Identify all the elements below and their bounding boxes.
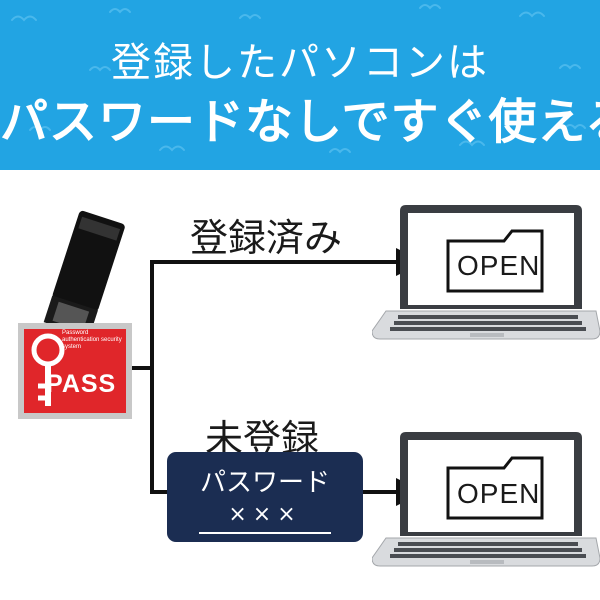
- laptop-icon: [371, 432, 600, 567]
- password-box-title: パスワード: [199, 468, 330, 498]
- key-icon: [31, 333, 65, 406]
- laptop-registered: OPEN: [371, 205, 600, 349]
- cloud-pattern-icon: [11, 4, 586, 154]
- screen-open-text: OPEN: [457, 250, 541, 281]
- laptop-icon: [371, 205, 600, 340]
- password-underline: [199, 532, 331, 534]
- folder-icon: [446, 456, 544, 520]
- registered-label: 登録済み: [190, 216, 343, 260]
- banner-title-line2: パスワードなしですぐ使える: [0, 94, 600, 150]
- banner-title-line1: 登録したパソコンは: [111, 40, 489, 86]
- pass-logo-text: PASS: [46, 370, 117, 398]
- laptop-unregistered: OPEN: [371, 432, 600, 576]
- password-mask: ×××: [228, 502, 302, 527]
- pass-tagline: Password authentication security system: [62, 330, 122, 350]
- password-box: パスワード ×××: [167, 452, 363, 542]
- pass-badge: [18, 323, 132, 419]
- screen-open-text: OPEN: [457, 478, 541, 509]
- header-banner: 登録したパソコンは パスワードなしですぐ使える: [0, 0, 600, 170]
- folder-icon: [446, 229, 544, 293]
